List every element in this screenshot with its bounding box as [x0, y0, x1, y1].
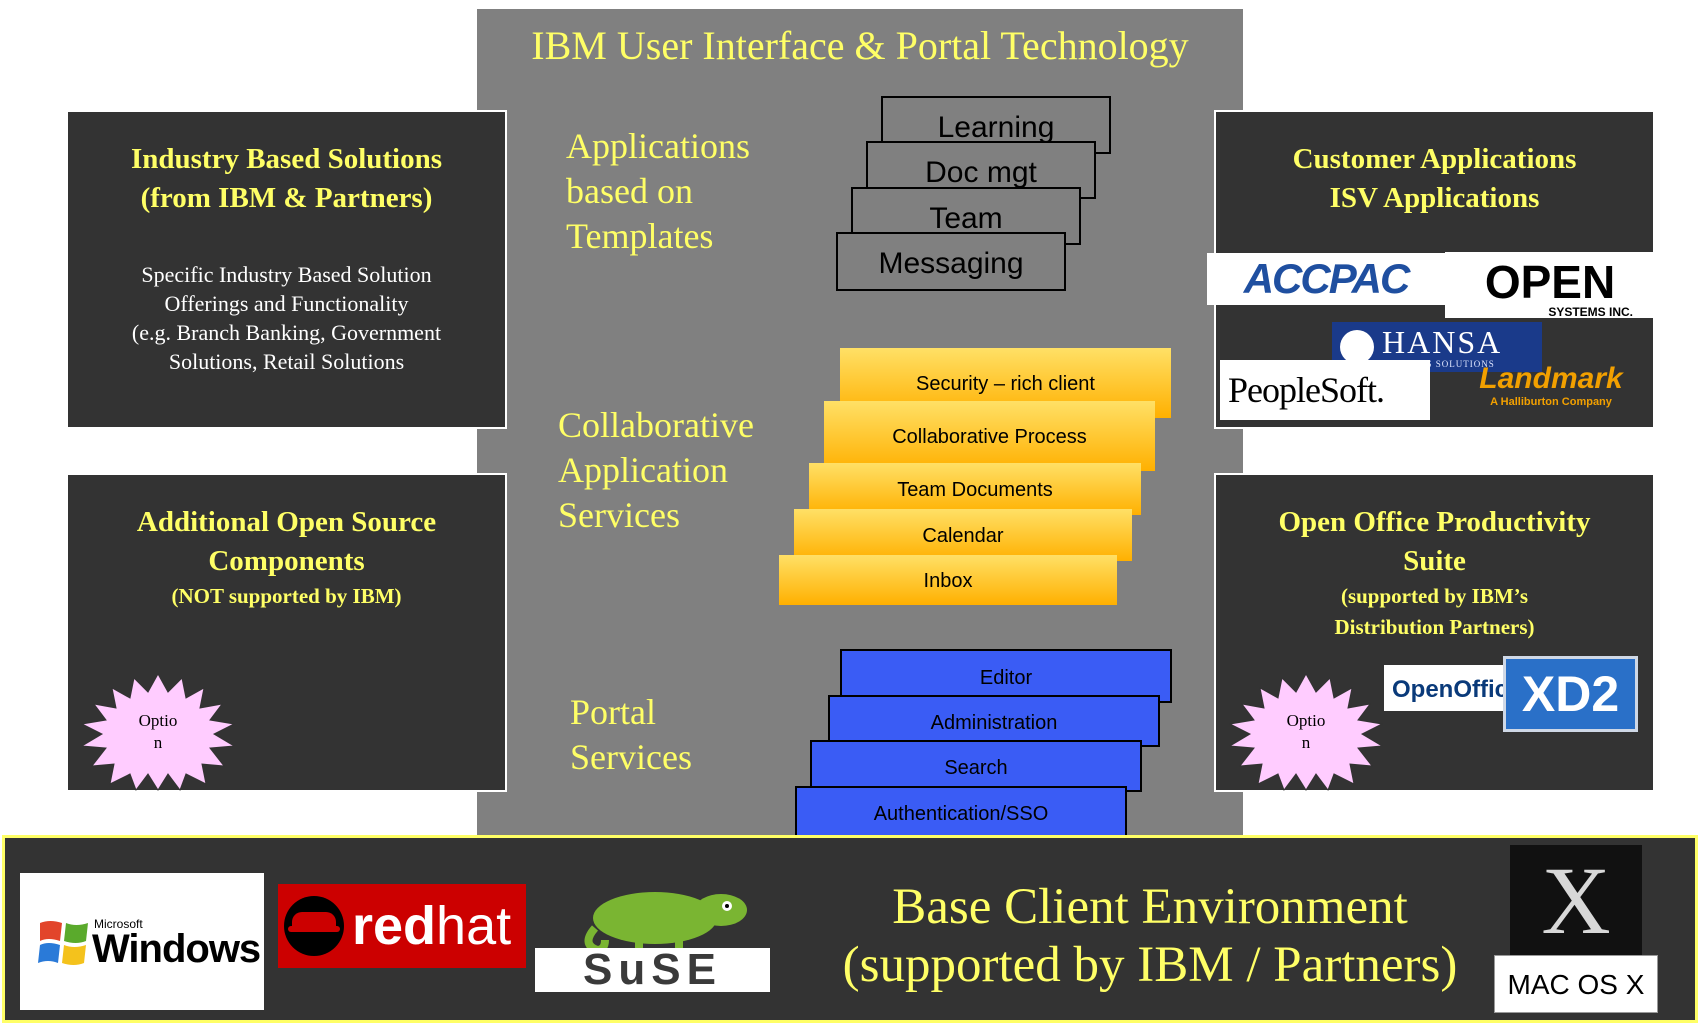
option-label-line: Optio	[138, 711, 178, 730]
redhat-wordmark: redhat	[352, 894, 511, 958]
open-office-note-line: Distribution Partners)	[1334, 615, 1535, 639]
chameleon-icon	[575, 884, 755, 955]
landmark-sub-text: A Halliburton Company	[1490, 396, 1612, 408]
suse-text-bar: SuSE	[535, 948, 770, 992]
portal-bar-search: Search	[810, 740, 1142, 792]
option-label-line: Optio	[1286, 711, 1326, 730]
base-client-title-line: (supported by IBM / Partners)	[842, 937, 1458, 993]
portal-label-line: Services	[570, 737, 692, 777]
template-card-messaging: Messaging	[836, 232, 1066, 291]
shadowman-icon	[284, 896, 344, 956]
open-office-note: (supported by IBM’s Distribution Partner…	[1216, 581, 1653, 643]
collab-bar-inbox: Inbox	[779, 555, 1117, 605]
suse-text: SuSE	[583, 945, 722, 992]
accpac-logo-text: ACCPAC	[1243, 255, 1411, 302]
open-source-title-line: Additional Open Source	[136, 506, 437, 538]
hansa-main-text: HANSA	[1382, 324, 1503, 360]
windows-text: Windows	[92, 927, 261, 971]
starburst-icon	[80, 672, 236, 792]
industry-title-line: Industry Based Solutions	[130, 143, 443, 175]
templates-label-line: Templates	[566, 216, 714, 256]
open-source-note: (NOT supported by IBM)	[171, 584, 402, 608]
templates-label-line: based on	[566, 171, 693, 211]
open-source-title: Additional Open Source Components	[68, 503, 505, 581]
collab-bar-calendar: Calendar	[794, 509, 1132, 561]
collab-label: Collaborative Application Services	[558, 403, 754, 538]
option-label-right: Optio n	[1226, 710, 1386, 754]
industry-desc-line: Solutions, Retail Solutions	[168, 349, 405, 374]
open-office-title-line: Suite	[1403, 545, 1466, 577]
xd2-logo-text: XD2	[1521, 666, 1620, 722]
collab-bar-team-documents: Team Documents	[809, 463, 1141, 515]
industry-desc-line: (e.g. Branch Banking, Government	[131, 320, 442, 345]
microsoft-text: Microsoft	[94, 917, 143, 931]
mac-os-x-label: MAC OS X	[1507, 969, 1645, 1000]
openoffice-logo-text: OpenOffic	[1392, 676, 1506, 703]
collab-label-line: Collaborative	[558, 405, 754, 445]
peoplesoft-logo: PeopleSoft.	[1220, 360, 1430, 420]
option-label-line: n	[1301, 733, 1311, 752]
customer-title: Customer Applications ISV Applications	[1216, 140, 1653, 218]
suse-logo: SuSE	[535, 882, 770, 992]
customer-title-line: ISV Applications	[1329, 182, 1540, 214]
center-title: IBM User Interface & Portal Technology	[531, 23, 1189, 68]
hansa-swirl-icon	[1340, 330, 1374, 364]
collab-label-line: Application	[558, 450, 728, 490]
open-systems-logo: OPEN SYSTEMS INC.	[1445, 252, 1655, 318]
accpac-logo: ACCPAC	[1207, 253, 1445, 305]
portal-label: Portal Services	[570, 690, 692, 780]
redhat-text-red: red	[352, 896, 437, 956]
open-source-title-line: Components	[208, 545, 365, 577]
templates-label: Applications based on Templates	[566, 124, 750, 259]
option-label-left: Optio n	[78, 710, 238, 754]
industry-desc-line: Specific Industry Based Solution	[141, 262, 432, 287]
landmark-logo: Landmark A Halliburton Company	[1456, 362, 1646, 414]
redhat-text-hat: hat	[436, 896, 512, 956]
portal-label-line: Portal	[570, 692, 656, 732]
base-client-title: Base Client Environment (supported by IB…	[820, 878, 1480, 994]
peoplesoft-logo-text: PeopleSoft.	[1228, 370, 1385, 410]
open-systems-sub-text: SYSTEMS INC.	[1548, 305, 1633, 318]
open-office-title-line: Open Office Productivity	[1278, 506, 1591, 538]
openoffice-logo: OpenOffic	[1384, 665, 1506, 711]
industry-solutions-box: Industry Based Solutions (from IBM & Par…	[66, 110, 507, 429]
redhat-logo: redhat	[278, 884, 526, 968]
xd2-logo: XD2	[1503, 656, 1638, 732]
option-label-line: n	[153, 733, 163, 752]
option-starburst-right: Optio n	[1226, 672, 1386, 792]
windows-logo: Microsoft Windows	[20, 873, 264, 1010]
open-office-title: Open Office Productivity Suite	[1216, 503, 1653, 581]
mac-os-x-label-box: MAC OS X	[1494, 955, 1658, 1013]
open-office-note-line: (supported by IBM’s	[1340, 584, 1529, 608]
templates-label-line: Applications	[566, 126, 750, 166]
portal-bar-authentication: Authentication/SSO	[795, 786, 1127, 838]
hansa-sub-text: BUSINESS SOLUTIONS	[1382, 359, 1495, 369]
collab-bar-process: Collaborative Process	[824, 401, 1155, 471]
industry-description: Specific Industry Based Solution Offerin…	[68, 260, 505, 376]
open-systems-main-text: OPEN	[1484, 256, 1616, 308]
base-client-title-line: Base Client Environment	[892, 879, 1408, 935]
customer-title-line: Customer Applications	[1292, 143, 1577, 175]
mac-x-glyph: X	[1541, 847, 1611, 954]
collab-label-line: Services	[558, 495, 680, 535]
mac-os-x-box-art: X	[1510, 845, 1642, 957]
landmark-main-text: Landmark	[1479, 362, 1623, 395]
industry-title: Industry Based Solutions (from IBM & Par…	[68, 140, 505, 218]
windows-flag-icon	[38, 917, 90, 967]
industry-desc-line: Offerings and Functionality	[164, 291, 409, 316]
starburst-icon	[1228, 672, 1384, 792]
option-starburst-left: Optio n	[78, 672, 238, 792]
industry-title-line: (from IBM & Partners)	[140, 182, 433, 214]
